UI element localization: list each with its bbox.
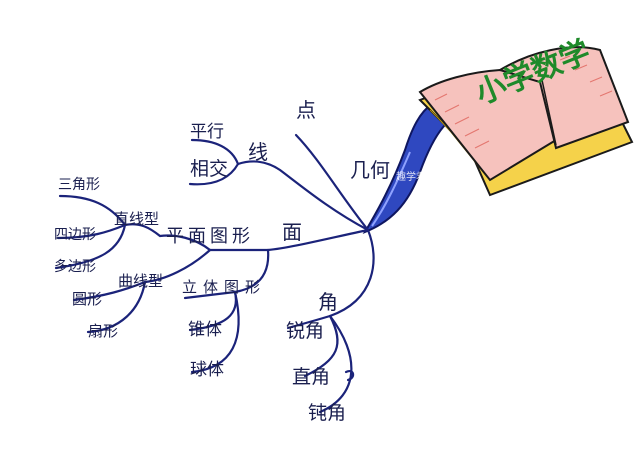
- book-illustration: [362, 46, 634, 235]
- angle-child-right: 直角: [292, 366, 331, 388]
- curve-child-circle: 圆形: [72, 290, 103, 308]
- solid-figure: 立体图形: [182, 278, 267, 296]
- straight-type: 直线型: [114, 210, 160, 228]
- solid-child-cone: 锥体: [188, 320, 222, 340]
- branch-point: 点: [296, 98, 316, 122]
- curve-child-sector: 扇形: [88, 322, 119, 340]
- root-node: 几何: [350, 158, 390, 182]
- branch-line: 线: [248, 140, 268, 164]
- plane-figure: 平面图形: [166, 226, 254, 247]
- straight-child-quadrilateral: 四边形: [54, 227, 96, 243]
- angle-child-acute: 锐角: [286, 320, 325, 342]
- watermark: 趣学君: [396, 172, 426, 183]
- curve-type: 曲线型: [118, 272, 164, 290]
- straight-child-triangle: 三角形: [58, 177, 100, 193]
- branch-angle: 角: [318, 290, 338, 314]
- line-child-intersect: 相交: [190, 158, 229, 180]
- straight-child-polygon: 多边形: [54, 259, 96, 275]
- line-child-parallel: 平行: [190, 122, 224, 142]
- angle-child-obtuse: 钝角: [308, 402, 347, 424]
- branch-face: 面: [282, 220, 302, 244]
- branch-lines: [54, 133, 375, 414]
- solid-child-sphere: 球体: [190, 360, 224, 380]
